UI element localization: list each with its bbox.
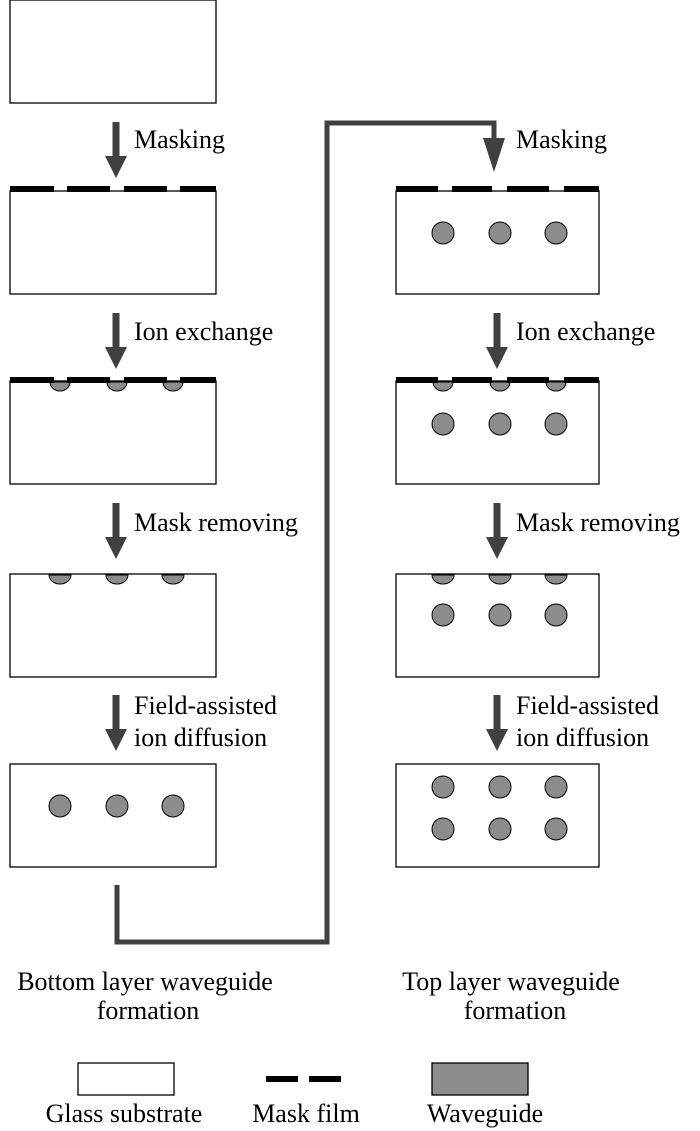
left-label-ion-diffusion: ion diffusion: [134, 723, 267, 752]
left-substrate-mask-removed: [9, 573, 217, 678]
right-label-field-assisted: Field-assisted: [516, 691, 659, 720]
right-arrow-ion-exchange: [486, 313, 508, 369]
top-layer-caption-line2: formation: [464, 996, 567, 1025]
left-surface-waveguides-2: [48, 574, 185, 585]
legend-mask-film-swatch: [266, 1076, 341, 1082]
left-mask-film: [10, 186, 216, 192]
right-buried-waveguides-1: [431, 221, 568, 245]
left-substrate-ion-exchange: [9, 380, 217, 485]
left-buried-waveguides: [48, 794, 185, 818]
top-layer-caption-line1: Top layer waveguide: [402, 967, 620, 996]
right-two-layer-waveguides: [431, 775, 568, 841]
legend-waveguide-swatch: [431, 1062, 529, 1096]
left-label-masking: Masking: [134, 125, 225, 154]
left-substrate-initial: [9, 0, 217, 104]
left-surface-waveguides: [49, 381, 184, 392]
left-arrow-masking: [105, 122, 127, 178]
left-label-ion-exchange: Ion exchange: [134, 317, 273, 346]
legend-mask-film-label: Mask film: [252, 1099, 360, 1128]
bottom-layer-caption-line1: Bottom layer waveguide: [17, 967, 273, 996]
legend-waveguide-label: Waveguide: [427, 1099, 543, 1128]
right-arrow-mask-removing: [486, 503, 508, 559]
right-buried-waveguides-2: [431, 412, 568, 436]
left-arrow-field-assisted: [105, 695, 127, 751]
left-label-field-assisted: Field-assisted: [134, 691, 277, 720]
right-mask-film-2: [396, 377, 599, 383]
right-buried-waveguides-3: [431, 603, 568, 627]
left-substrate-masked: [9, 190, 217, 295]
right-label-ion-diffusion: ion diffusion: [516, 723, 649, 752]
bottom-layer-caption-line2: formation: [97, 996, 200, 1025]
left-arrow-ion-exchange: [105, 313, 127, 369]
right-label-masking: Masking: [516, 125, 607, 154]
right-surface-waveguides-2: [431, 574, 568, 585]
right-surface-waveguides: [432, 381, 567, 392]
process-connector-line: [114, 120, 497, 945]
right-arrow-field-assisted: [486, 695, 508, 751]
left-label-mask-removing: Mask removing: [134, 508, 298, 537]
legend-glass-substrate-swatch: [77, 1062, 175, 1096]
right-label-ion-exchange: Ion exchange: [516, 317, 655, 346]
right-label-mask-removing: Mask removing: [516, 508, 680, 537]
left-arrow-mask-removing: [105, 503, 127, 559]
legend-glass-substrate-label: Glass substrate: [46, 1099, 203, 1128]
left-mask-film-2: [10, 377, 216, 383]
right-mask-film: [396, 186, 599, 192]
right-arrow-masking: [483, 138, 505, 172]
